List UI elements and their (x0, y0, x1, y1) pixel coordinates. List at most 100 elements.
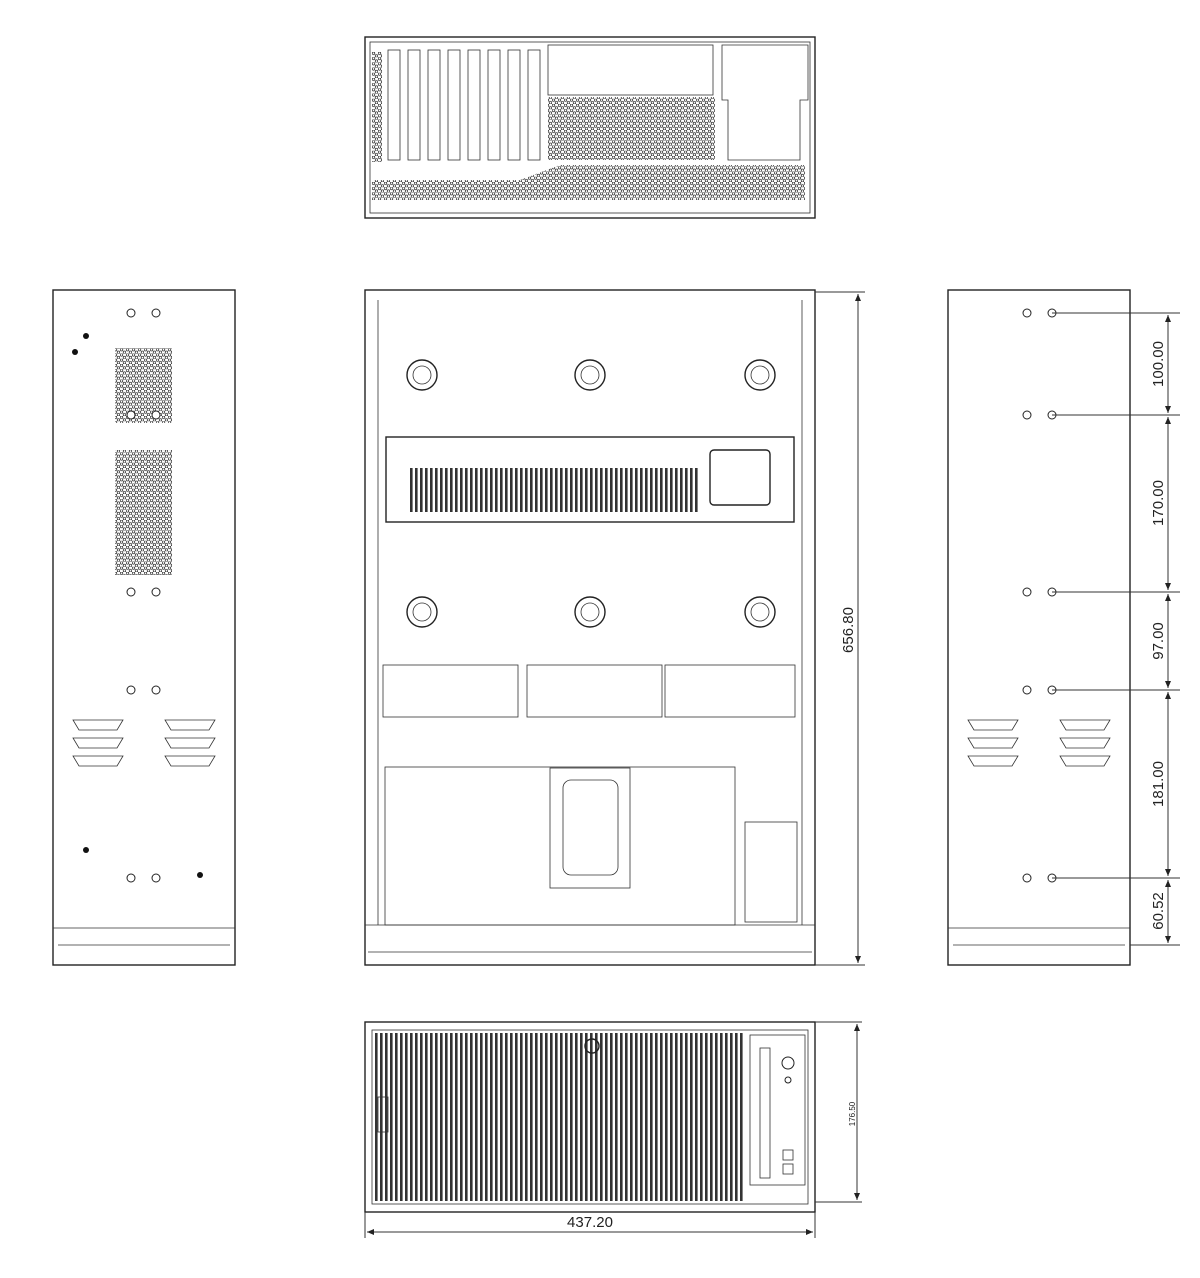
side-vent (115, 450, 172, 575)
fan-mount-inner (750, 365, 770, 385)
expansion-slot (387, 49, 401, 161)
lock-icon (584, 1038, 600, 1054)
cpu-cutout (562, 779, 619, 876)
mounting-holes (72, 308, 203, 883)
dimension-width: 437.20 (364, 1212, 816, 1238)
spacing-label: 60.52 (1150, 892, 1167, 930)
drive-tray (382, 664, 519, 718)
fan-mount (744, 359, 776, 391)
drive-tray (526, 664, 663, 718)
front-io-panel (749, 1034, 806, 1186)
fan-mount-inner (412, 365, 432, 385)
top-outline (364, 289, 816, 966)
fan-mount (406, 359, 438, 391)
right-side-view (947, 289, 1131, 966)
mounting-hole (126, 873, 136, 883)
rear-vent (548, 97, 715, 160)
side-slot (967, 719, 1019, 731)
side-slot (967, 737, 1019, 749)
dimension-height: 176.50 (815, 1021, 862, 1203)
rivet (72, 349, 78, 355)
mounting-hole (151, 873, 161, 883)
drive-cage-window (709, 449, 771, 506)
io-shield-opening (547, 44, 714, 96)
mounting-holes (1022, 308, 1057, 883)
mounting-hole (126, 308, 136, 318)
front-inner-frame (371, 1029, 809, 1205)
rear-outline (364, 36, 816, 219)
mounting-hole (126, 685, 136, 695)
expansion-slot (527, 49, 541, 161)
fan-mount (744, 596, 776, 628)
psu-bracket (744, 821, 798, 923)
right-side-outline (947, 289, 1131, 966)
spacing-label: 100.00 (1150, 341, 1167, 387)
expansion-slot (427, 49, 441, 161)
side-slot (164, 719, 216, 731)
fan-mounts (406, 359, 776, 628)
mounting-hole (151, 685, 161, 695)
expansion-slot (487, 49, 501, 161)
side-slot (72, 755, 124, 767)
motherboard-tray (384, 766, 736, 926)
drive-tray (664, 664, 796, 718)
usb-port-icon (782, 1163, 794, 1175)
cpu-cutout-frame (549, 767, 631, 889)
front-view (364, 1021, 816, 1213)
dimension-side-spacing: 100.00 170.00 97.00 181.00 60.52 (1052, 312, 1180, 946)
door-handle (377, 1096, 389, 1133)
drive-cage (385, 436, 795, 523)
dimension-depth: 656.80 (815, 291, 865, 966)
mounting-hole (126, 587, 136, 597)
side-slot (164, 755, 216, 767)
left-side-view (52, 289, 236, 966)
side-slot (1059, 719, 1111, 731)
expansion-slot (407, 49, 421, 161)
side-slot (1059, 737, 1111, 749)
drive-trays (382, 664, 796, 718)
height-label: 176.50 (848, 1101, 857, 1126)
fan-mount-inner (412, 602, 432, 622)
depth-label: 656.80 (840, 607, 857, 653)
spacing-label: 170.00 (1150, 480, 1167, 526)
mounting-hole (151, 308, 161, 318)
fan-mount (574, 596, 606, 628)
rear-vent (372, 52, 382, 162)
spacing-label: 181.00 (1150, 761, 1167, 807)
mounting-hole (1022, 873, 1032, 883)
fan-mount-inner (580, 602, 600, 622)
fan-mount-inner (750, 602, 770, 622)
mounting-hole (1022, 308, 1032, 318)
side-slot (1059, 755, 1111, 767)
expansion-slot (447, 49, 461, 161)
power-button-icon (781, 1056, 795, 1070)
mounting-hole (151, 587, 161, 597)
expansion-slot (507, 49, 521, 161)
motherboard-bay (384, 766, 798, 926)
rear-view (364, 36, 816, 219)
expansion-slot (467, 49, 481, 161)
side-slot (967, 755, 1019, 767)
rivet (83, 847, 89, 853)
side-slot (164, 737, 216, 749)
drive-cage-frame (385, 436, 795, 523)
mounting-hole (1022, 685, 1032, 695)
top-view (364, 289, 816, 966)
drive-cage-vent (410, 468, 700, 512)
drive-bay-slot (759, 1047, 771, 1179)
spacing-label: 97.00 (1150, 622, 1167, 660)
rivet (197, 872, 203, 878)
fan-mount (574, 359, 606, 391)
front-grille (375, 1033, 745, 1201)
rear-vent (372, 165, 805, 200)
mounting-hole (1022, 587, 1032, 597)
expansion-slots (387, 49, 541, 161)
side-slot-group (967, 719, 1111, 767)
mounting-hole (1022, 410, 1032, 420)
width-label: 437.20 (567, 1214, 613, 1231)
front-outline (364, 1021, 816, 1213)
side-slot (72, 719, 124, 731)
usb-port-icon (782, 1149, 794, 1161)
rivet (83, 333, 89, 339)
